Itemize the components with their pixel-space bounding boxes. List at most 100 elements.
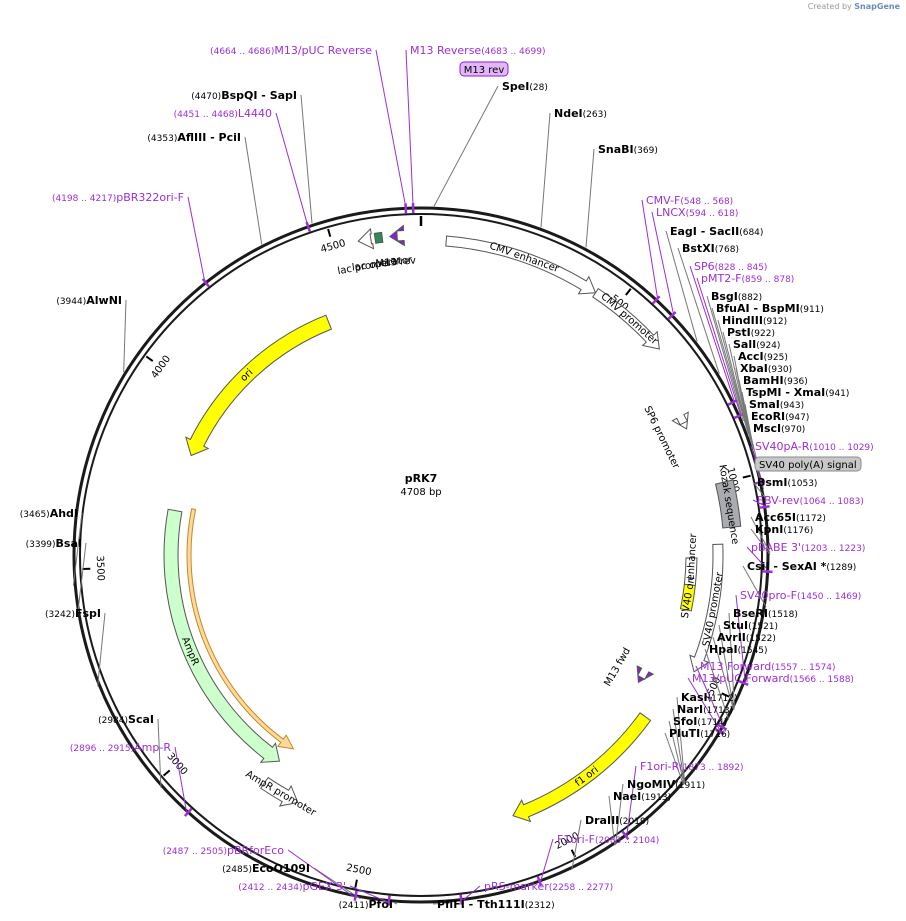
label-ahdi: (3465)AhdI [20,507,78,520]
label-spei: SpeI(28) [502,80,548,93]
leader-stui [718,624,735,710]
label-ecoo109i-name: EcoO109I [252,862,310,875]
feature-m13-fwd-label: M13 fwd [602,646,633,688]
label-sv40pro-f-name: SV40pro-F [740,589,797,602]
label-snabi: SnaBI(369) [598,143,658,156]
label-xbai-pos: (930) [768,365,792,375]
feature-ampr [163,508,281,763]
label-prs-marker-pos: (2258 .. 2277) [549,883,613,893]
label-bfuai-name2: - [750,302,762,315]
label-bfuai: BfuAI - BspMI(911) [716,302,824,315]
label-prs-marker-name: pRS-marker [484,880,549,893]
label-scai-pos: (2984) [98,716,128,726]
label-eagi-name2-text: SacII [709,225,739,238]
label-pgex-3-pos: (2412 .. 2434) [238,883,302,893]
leader-m13-puc-reverse [375,49,407,207]
label-layer: CMV-F(548 .. 568)LNCX(594 .. 618)EagI - … [20,44,874,911]
leader-acc65i [750,516,771,553]
tick-label-2500: 2500 [345,863,372,879]
label-pbabe-3-name: pBABE 3' [751,541,801,554]
label-ebv-rev-pos: (1064 .. 1083) [800,497,864,507]
label-pbr322ori-f: (4198 .. 4217)pBR322ori-F [52,191,184,204]
primer-mark-pbrforeco [353,890,358,901]
label-lncx: LNCX(594 .. 618) [656,206,738,219]
leader-m13-forward [695,665,725,729]
tick-label-3500: 3500 [94,555,106,581]
label-sali-name: SalI [733,338,756,351]
label-stui: StuI(1521) [723,619,778,632]
primer-mark-lncx [667,311,677,320]
label-psti: PstI(922) [727,326,775,339]
ampr-highlight-track [186,508,295,750]
label-bspqi: (4470)BspQI - SapI [191,89,297,102]
m13-rev-badge-text: M13 rev [464,65,505,76]
leader-pbr322ori-f [187,196,206,282]
label-draiii: DraIII(2019) [585,814,649,827]
label-afliii-name2: - [206,131,218,144]
label-pbr322ori-f-pos: (4198 .. 4217) [52,194,116,204]
leader-bsgi [706,295,744,422]
label-bspqi-name2-text: SapI [270,89,297,102]
label-l4440-pos: (4451 .. 4468) [174,110,238,120]
label-acci-name: AccI [738,350,764,363]
label-naei-name: NaeI [613,790,641,803]
leader-bsai [76,542,87,617]
label-sfoi-name: SfoI [673,715,697,728]
label-alwni: (3944)AlwNI [56,294,122,307]
primer-mark-pgex-3 [387,895,391,906]
label-spei-name: SpeI [502,80,529,93]
label-pmt2-f-name: pMT2-F [701,272,742,285]
label-ngomiv-pos: (1911) [675,781,705,791]
label-kasi-name: KasI [681,691,708,704]
label-f1ori-f: F1ori-F(2083 .. 2104) [557,833,659,846]
label-amp-r: (2896 .. 2915)Amp-R [70,741,171,754]
label-stui-name: StuI [723,619,748,632]
leader-avrii [712,636,735,711]
label-afliii: (4353)AflIII - PciI [147,131,241,144]
label-acci-pos: (925) [764,353,788,363]
label-sfoi: SfoI(1714) [673,715,727,728]
label-bamhi-pos: (936) [784,377,808,387]
primer-mark-f1ori-f [536,876,543,887]
label-f1ori-r-pos: (1873 .. 1892) [679,763,743,773]
label-csii-name2: - [769,560,781,573]
label-sfoi-pos: (1714) [697,718,727,728]
primer-mark-pmt2-f [733,412,744,420]
tick-mark-3000 [162,769,171,777]
leader-f1ori-r [626,765,637,838]
label-avrii-pos: (1522) [746,634,776,644]
label-pfoi-pos: (2411) [339,901,369,911]
label-cmv-f-pos: (548 .. 568) [680,197,733,207]
label-kpni-name: KpnI [755,523,783,536]
label-xbai-name: XbaI [740,362,768,375]
label-afliii-pos: (4353) [147,134,177,144]
label-nari: NarI(1713) [677,703,733,716]
label-ebv-rev-name: EBV-rev [757,494,800,507]
label-m13-forward-name: M13 Forward [700,660,771,673]
leader-pflfi [432,902,441,905]
label-m13-puc-reverse-name: M13/pUC Reverse [274,44,372,57]
leader-kpni [750,528,771,555]
primer-mark-sv40pro-f [738,679,749,686]
label-fspi-pos: (3242) [45,610,75,620]
leader-sv40pro-f [735,594,746,684]
leader-pmt2-f [696,277,742,416]
leader-msci [748,427,758,460]
plasmid-length: 4708 bp [400,487,441,498]
label-kasi: KasI(1712) [681,691,738,704]
label-hpai-pos: (1545) [738,646,768,656]
label-sp6-pos: (828 .. 845) [715,263,768,273]
label-pflfi: PflFI - Tth111I(2312) [437,898,555,911]
primer-mark-m13-forward [717,723,728,731]
leader-bseri [728,612,735,709]
label-hindiii-name: HindIII [722,314,763,327]
leader-spei [433,85,499,207]
label-bsai-name: BsaI [56,537,82,550]
leader-eagi [665,230,698,342]
leader-ahdi [72,512,83,586]
label-bsai-pos: (3399) [26,540,56,550]
label-fspi: (3242)FspI [45,607,101,620]
leader-bspqi [300,94,313,224]
label-fspi-name: FspI [75,607,101,620]
label-msci-pos: (970) [781,425,805,435]
